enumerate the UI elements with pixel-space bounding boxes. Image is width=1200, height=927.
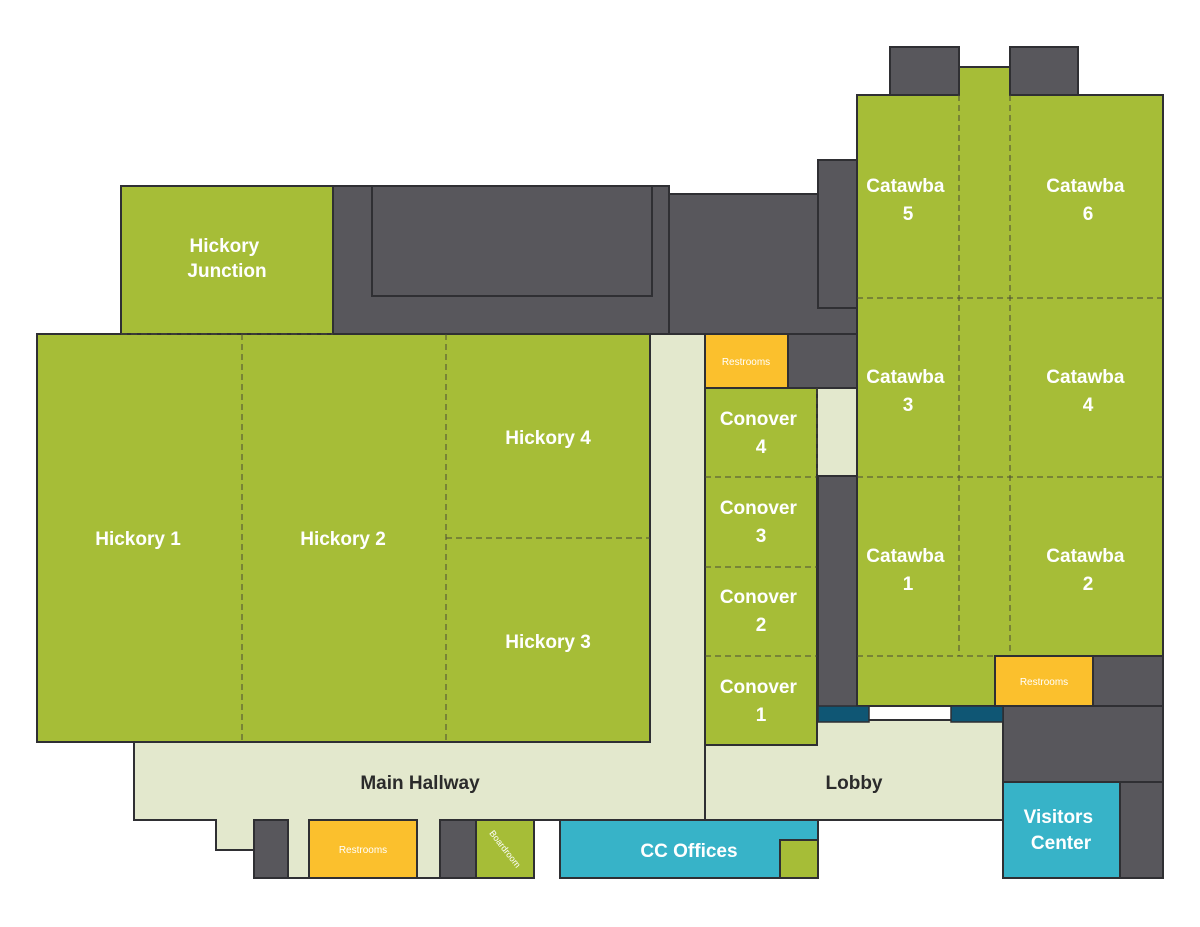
conover-rooms (704, 387, 818, 746)
catawba-rooms (856, 66, 1164, 707)
label-main-hallway: Main Hallway (360, 773, 480, 794)
label-hickory-4: Hickory 4 (505, 428, 591, 449)
service-block-south-2 (439, 819, 477, 879)
label-catawba-5: Catawba 5 (866, 176, 949, 225)
labels: Hickory Junction Hickory 1 Hickory 2 Hic… (95, 176, 1129, 870)
label-catawba-1: Catawba 1 (866, 546, 949, 595)
service-block-east-small (1092, 655, 1164, 707)
label-restrooms-center: Restrooms (722, 357, 770, 368)
label-visitors-center: Visitors Center (1024, 807, 1099, 854)
label-conover-4: Conover 4 (720, 409, 802, 458)
label-conover-1: Conover 1 (720, 677, 802, 726)
service-block-conover-side (817, 475, 859, 709)
service-areas (253, 46, 1164, 879)
label-catawba-2: Catawba 2 (1046, 546, 1129, 595)
label-catawba-3: Catawba 3 (866, 367, 949, 416)
room-visitors-center[interactable] (1002, 781, 1121, 879)
hickory-rooms (36, 185, 651, 743)
service-block-south-1 (253, 819, 289, 879)
service-block-mid (787, 333, 858, 389)
label-restrooms-east: Restrooms (1020, 677, 1068, 688)
service-block-east (1002, 705, 1164, 783)
label-hickory-1: Hickory 1 (95, 529, 181, 550)
label-cc-offices: CC Offices (640, 841, 737, 862)
label-catawba-4: Catawba 4 (1046, 367, 1129, 416)
label-conover-2: Conover 2 (720, 587, 802, 636)
restrooms-east[interactable] (994, 655, 1094, 707)
cc-offices-annex (779, 839, 819, 879)
service-block-tower (817, 159, 859, 309)
room-hickory-junction[interactable] (120, 185, 334, 335)
label-hickory-3: Hickory 3 (505, 632, 591, 653)
label-conover-3: Conover 3 (720, 498, 802, 547)
service-block-catawba-nw (889, 46, 960, 96)
corridor-connector (816, 387, 858, 477)
room-cc-offices[interactable] (559, 819, 819, 879)
label-catawba-6: Catawba 6 (1046, 176, 1129, 225)
restrooms (308, 333, 1094, 879)
restrooms-south[interactable] (308, 819, 418, 879)
restrooms-center[interactable] (704, 333, 789, 389)
door-catawba-west (817, 705, 870, 723)
label-restrooms-south: Restrooms (339, 845, 387, 856)
label-hickory-2: Hickory 2 (300, 529, 386, 550)
doors (817, 705, 1004, 723)
service-block-north-inner (371, 185, 653, 297)
label-hickory-junction: Hickory Junction (187, 236, 266, 282)
label-lobby: Lobby (826, 773, 883, 794)
service-block-visitors-side (1119, 781, 1164, 879)
room-boardroom[interactable] (475, 819, 535, 879)
service-block-catawba-ne (1009, 46, 1079, 96)
offices (475, 781, 1121, 879)
door-catawba-east (950, 705, 1004, 723)
